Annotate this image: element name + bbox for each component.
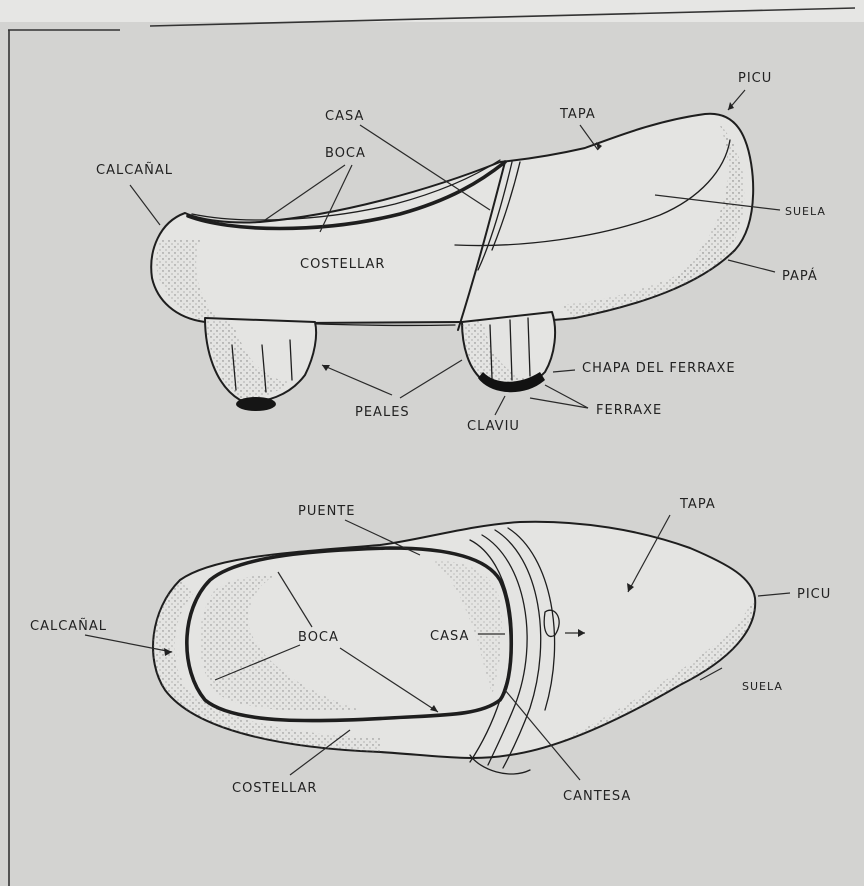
label-side-ferraxe: FERRAXE: [596, 403, 662, 418]
label-side-picu: PICU: [738, 71, 772, 86]
label-top-calcanal: CALCAÑAL: [30, 618, 107, 634]
label-top-puente: PUENTE: [298, 504, 355, 519]
side-heel-claviu: [236, 397, 276, 411]
label-side-costellar: COSTELLAR: [300, 257, 385, 272]
label-side-papa: PAPÁ: [782, 268, 818, 284]
label-top-suela: SUELA: [742, 680, 783, 693]
label-side-tapa: TAPA: [559, 107, 596, 122]
label-top-cantesa: CANTESA: [563, 789, 631, 804]
label-top-boca: BOCA: [298, 630, 339, 645]
label-side-calcanal: CALCAÑAL: [96, 162, 173, 178]
label-top-casa: CASA: [430, 629, 469, 644]
label-side-boca: BOCA: [325, 146, 366, 161]
label-side-claviu: CLAVIU: [467, 419, 520, 434]
label-top-picu: PICU: [797, 587, 831, 602]
label-side-peales: PEALES: [355, 405, 410, 420]
label-side-suela: SUELA: [785, 205, 826, 218]
label-side-casa: CASA: [325, 109, 364, 124]
label-side-chapa: CHAPA DEL FERRAXE: [582, 361, 736, 376]
label-top-tapa: TAPA: [679, 497, 716, 512]
label-top-costellar: COSTELLAR: [232, 781, 317, 796]
